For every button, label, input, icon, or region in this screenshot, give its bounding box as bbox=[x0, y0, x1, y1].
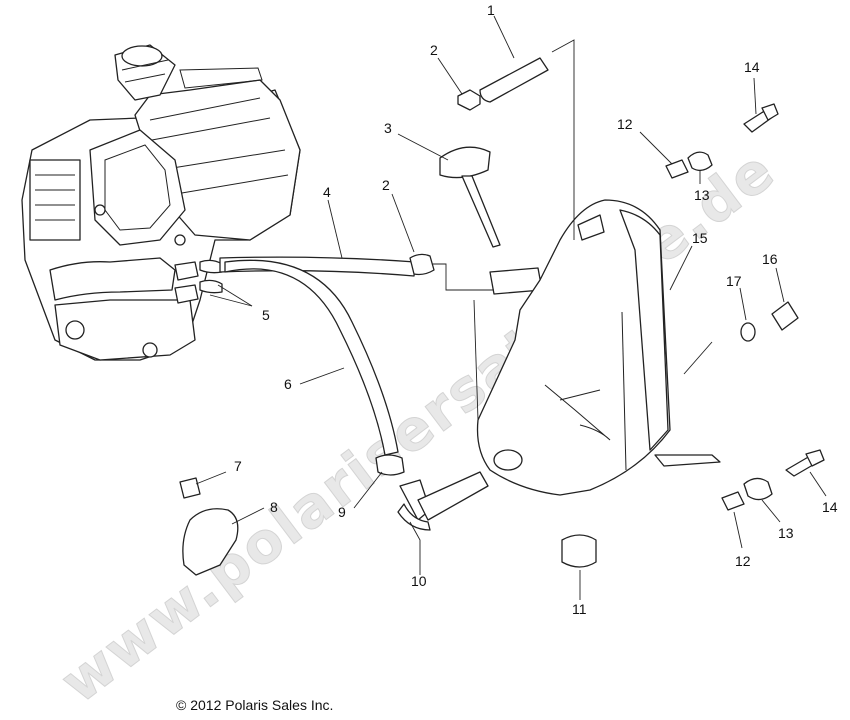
callout-9: 9 bbox=[338, 504, 346, 520]
grommet-bottom bbox=[743, 477, 773, 501]
callout-3: 3 bbox=[384, 120, 392, 136]
breather-hose bbox=[479, 57, 549, 103]
engine-assembly bbox=[21, 44, 301, 361]
bolt-bottom-head bbox=[805, 449, 825, 467]
clamp-bolt bbox=[179, 477, 201, 499]
callout-2-mid: 2 bbox=[382, 177, 390, 193]
callout-14-bottom: 14 bbox=[822, 499, 838, 515]
dipstick bbox=[439, 146, 501, 248]
callout-10: 10 bbox=[411, 573, 427, 589]
callout-7: 7 bbox=[234, 458, 242, 474]
nut-top bbox=[457, 89, 481, 111]
bolt-top-head bbox=[761, 103, 779, 121]
callout-15: 15 bbox=[692, 230, 708, 246]
callout-14-top: 14 bbox=[744, 59, 760, 75]
drain-hose bbox=[224, 259, 405, 476]
callout-17: 17 bbox=[726, 273, 742, 289]
leader-lines bbox=[195, 15, 827, 600]
spacer-bottom bbox=[721, 491, 745, 511]
drain-fitting bbox=[771, 301, 799, 331]
tank-bracket bbox=[654, 454, 721, 467]
elbow-fitting bbox=[397, 471, 489, 531]
copyright-notice: © 2012 Polaris Sales Inc. bbox=[176, 697, 334, 713]
callout-12-top: 12 bbox=[617, 116, 633, 132]
callout-8: 8 bbox=[270, 499, 278, 515]
callout-2-top: 2 bbox=[430, 42, 438, 58]
callout-6: 6 bbox=[284, 376, 292, 392]
callout-13-bottom: 13 bbox=[778, 525, 794, 541]
crush-washer bbox=[740, 322, 756, 342]
callout-11: 11 bbox=[572, 601, 587, 617]
oil-tank bbox=[476, 199, 671, 496]
callout-13-top: 13 bbox=[694, 187, 710, 203]
p-clamp bbox=[182, 508, 239, 576]
callout-16: 16 bbox=[762, 251, 778, 267]
callout-1: 1 bbox=[487, 2, 495, 18]
filler-cap bbox=[561, 534, 597, 568]
callout-4: 4 bbox=[323, 184, 331, 200]
spacer-top bbox=[665, 159, 689, 179]
callout-labels: 1 2 3 2 4 5 6 7 8 9 10 11 12 13 14 15 16… bbox=[234, 2, 838, 617]
callout-12-bottom: 12 bbox=[735, 553, 751, 569]
callout-5: 5 bbox=[262, 307, 270, 323]
grommet-top bbox=[687, 151, 713, 172]
